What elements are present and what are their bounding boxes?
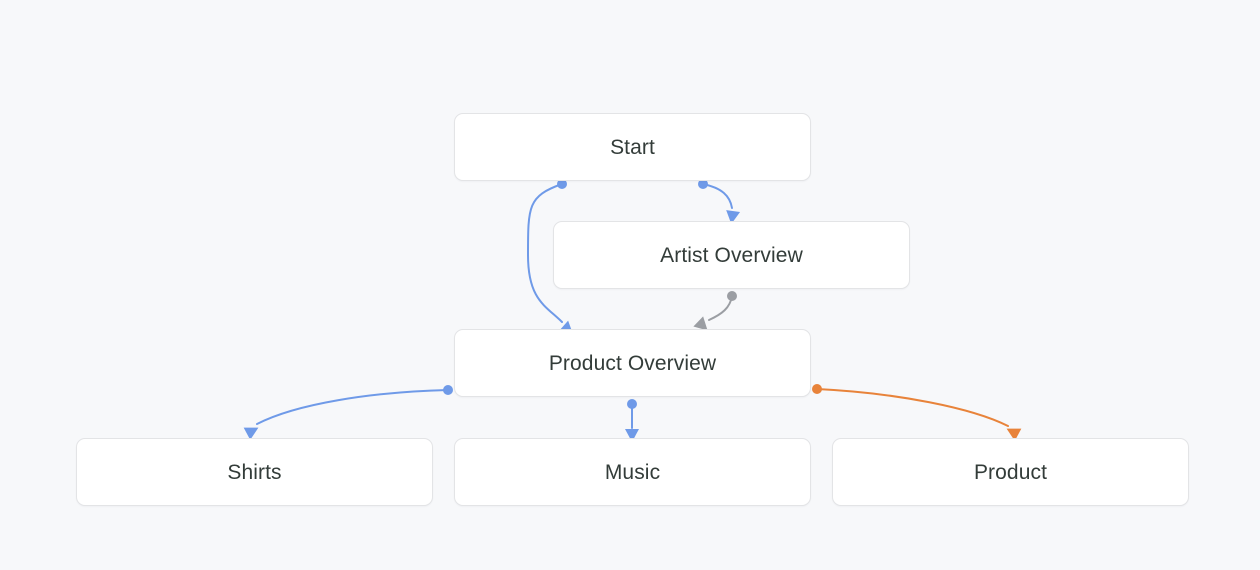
edge-product-overview-to-music bbox=[625, 399, 639, 442]
edge-source-dot[interactable] bbox=[812, 384, 822, 394]
node-label-shirts: Shirts bbox=[227, 460, 282, 484]
node-product[interactable]: Product bbox=[832, 438, 1189, 506]
edge-path bbox=[256, 389, 449, 425]
edge-source-dot[interactable] bbox=[727, 291, 737, 301]
node-music[interactable]: Music bbox=[454, 438, 811, 506]
edge-start-to-artist-overview bbox=[698, 179, 741, 224]
edge-source-dot[interactable] bbox=[627, 399, 637, 409]
edge-path bbox=[708, 295, 733, 321]
node-label-product: Product bbox=[973, 460, 1048, 484]
node-label-artist-overview: Artist Overview bbox=[660, 243, 803, 267]
node-label-music: Music bbox=[604, 460, 661, 484]
edge-path bbox=[702, 183, 733, 209]
edge-product-overview-to-product bbox=[812, 384, 1022, 441]
node-artist-overview[interactable]: Artist Overview bbox=[553, 221, 910, 289]
node-start[interactable]: Start bbox=[454, 113, 811, 181]
node-label-start: Start bbox=[610, 135, 655, 159]
node-label-product-overview: Product Overview bbox=[548, 351, 717, 375]
node-product-overview[interactable]: Product Overview bbox=[454, 329, 811, 397]
node-shirts[interactable]: Shirts bbox=[76, 438, 433, 506]
edge-product-overview-to-shirts bbox=[243, 385, 453, 440]
edge-path bbox=[816, 388, 1009, 427]
edge-source-dot[interactable] bbox=[443, 385, 453, 395]
